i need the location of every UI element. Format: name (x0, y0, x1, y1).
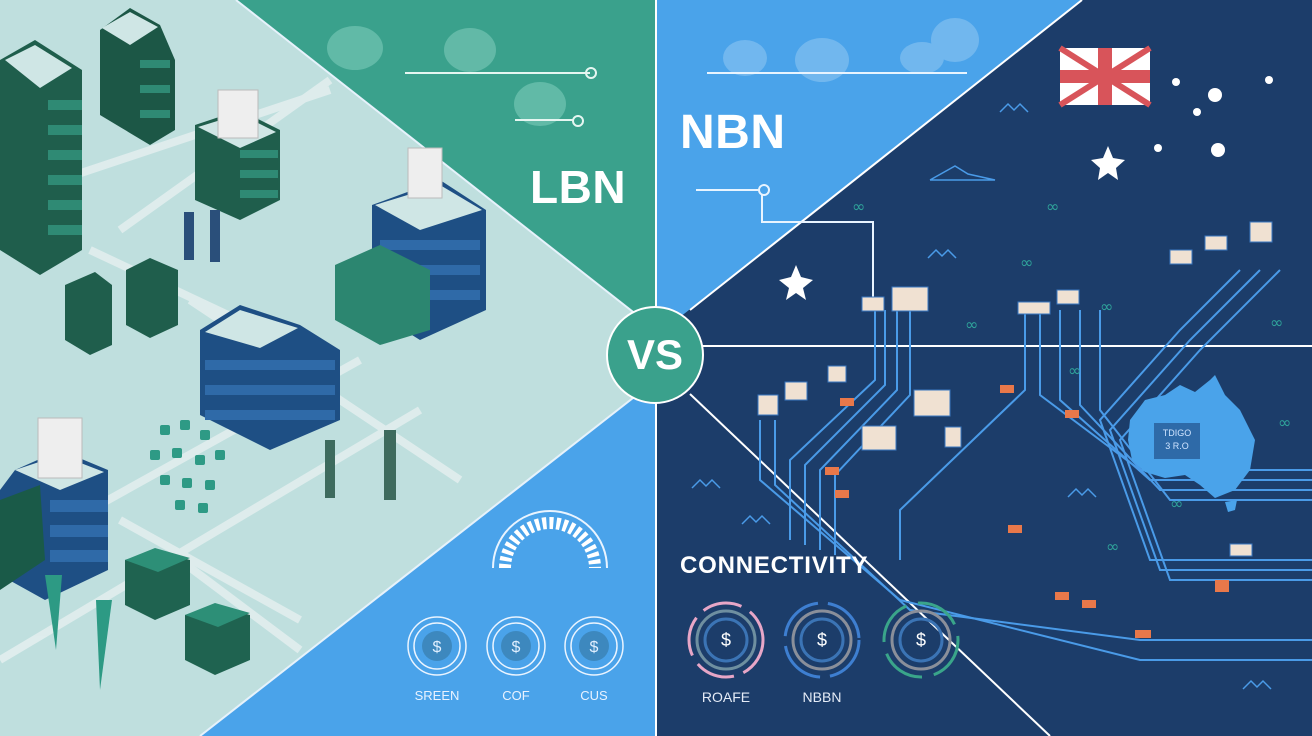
lbn-title: LBN (530, 161, 627, 213)
ring-label-roafe: ROAFE (701, 689, 751, 705)
svg-text:$: $ (721, 630, 731, 650)
map-label-line-2: 3 R.O (1165, 441, 1189, 451)
svg-text:∞: ∞ (1278, 413, 1291, 432)
infinity-icons: ∞ ∞ ∞ ∞ ∞ ∞ ∞ ∞ ∞ ∞ (852, 197, 1291, 556)
speed-gauge-icon (492, 510, 608, 569)
svg-text:∞: ∞ (965, 315, 978, 334)
nbn-title: NBN (680, 106, 786, 159)
svg-text:∞: ∞ (1020, 253, 1033, 272)
svg-text:∞: ∞ (852, 197, 865, 216)
svg-text:∞: ∞ (1170, 494, 1183, 513)
buildings (0, 8, 486, 690)
svg-text:∞: ∞ (1068, 361, 1081, 380)
network-devices (757, 221, 1273, 557)
svg-text:∞: ∞ (1046, 197, 1059, 216)
map-label-line-1: TDIGO (1162, 428, 1192, 438)
svg-text:∞: ∞ (1270, 313, 1283, 332)
svg-text:∞: ∞ (1100, 297, 1113, 316)
coin-label-cus: CUS (580, 688, 608, 703)
coin-label-sreen: SREEN (414, 688, 460, 703)
svg-text:$: $ (512, 639, 521, 656)
coin-label-cof: COF (502, 688, 530, 703)
vs-badge: VS (606, 306, 704, 404)
status-tags (825, 385, 1229, 638)
australian-flag-icon (1058, 45, 1152, 108)
connectivity-ring-icons (687, 601, 960, 679)
southern-cross-stars (779, 76, 1273, 300)
connectivity-heading: CONNECTIVITY (680, 552, 869, 579)
lbn-coin-icons (407, 616, 624, 676)
svg-text:$: $ (590, 639, 599, 656)
map-label: TDIGO 3 R.O (1154, 423, 1200, 459)
mountain-icons (691, 102, 1272, 690)
svg-text:$: $ (433, 639, 442, 656)
svg-text:∞: ∞ (1106, 537, 1119, 556)
svg-text:$: $ (817, 630, 827, 650)
ring-label-nbbn: NBBN (802, 689, 842, 705)
svg-text:$: $ (916, 630, 926, 650)
